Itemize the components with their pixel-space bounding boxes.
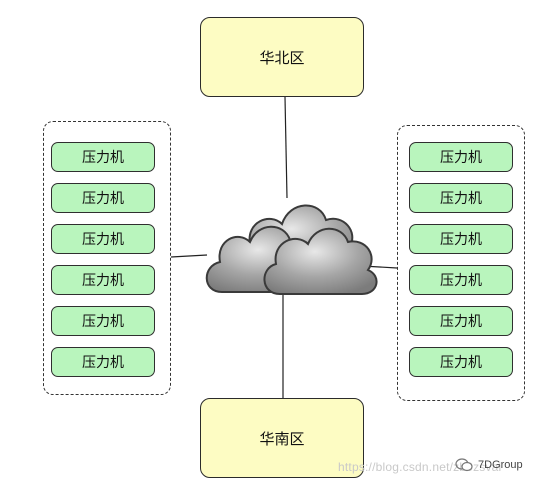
machine-node: 压力机 <box>51 265 155 295</box>
machine-node: 压力机 <box>409 224 513 254</box>
machine-label: 压力机 <box>440 150 482 166</box>
machine-node: 压力机 <box>51 306 155 336</box>
machine-node: 压力机 <box>409 183 513 213</box>
machine-label: 压力机 <box>82 150 124 166</box>
machine-label: 压力机 <box>440 355 482 371</box>
machine-label: 压力机 <box>440 314 482 330</box>
brand-name: 7DGroup <box>478 459 523 471</box>
region-north: 华北区 <box>200 17 364 97</box>
machine-node: 压力机 <box>409 347 513 377</box>
machine-label: 压力机 <box>440 191 482 207</box>
machine-node: 压力机 <box>51 224 155 254</box>
machine-node: 压力机 <box>51 142 155 172</box>
left-machine-group: 压力机 压力机 压力机 压力机 压力机 压力机 <box>43 121 171 395</box>
machine-label: 压力机 <box>82 232 124 248</box>
cloud-icon <box>205 204 378 295</box>
watermark-url: https://blog.csdn.net/zb0zsvai <box>338 460 502 474</box>
machine-label: 压力机 <box>82 273 124 289</box>
machine-node: 压力机 <box>409 306 513 336</box>
wechat-icon <box>455 458 473 472</box>
machine-node: 压力机 <box>51 347 155 377</box>
machine-label: 压力机 <box>82 355 124 371</box>
machine-node: 压力机 <box>51 183 155 213</box>
machine-node: 压力机 <box>409 142 513 172</box>
region-south: 华南区 <box>200 398 364 478</box>
machine-label: 压力机 <box>82 191 124 207</box>
machine-label: 压力机 <box>440 273 482 289</box>
link-north <box>284 96 288 199</box>
region-north-label: 华北区 <box>259 48 305 67</box>
right-machine-group: 压力机 压力机 压力机 压力机 压力机 压力机 <box>397 125 525 401</box>
brand-badge: 7DGroup <box>455 458 523 472</box>
link-left <box>170 254 208 258</box>
machine-label: 压力机 <box>440 232 482 248</box>
machine-node: 压力机 <box>409 265 513 295</box>
region-south-label: 华南区 <box>259 429 305 448</box>
machine-label: 压力机 <box>82 314 124 330</box>
